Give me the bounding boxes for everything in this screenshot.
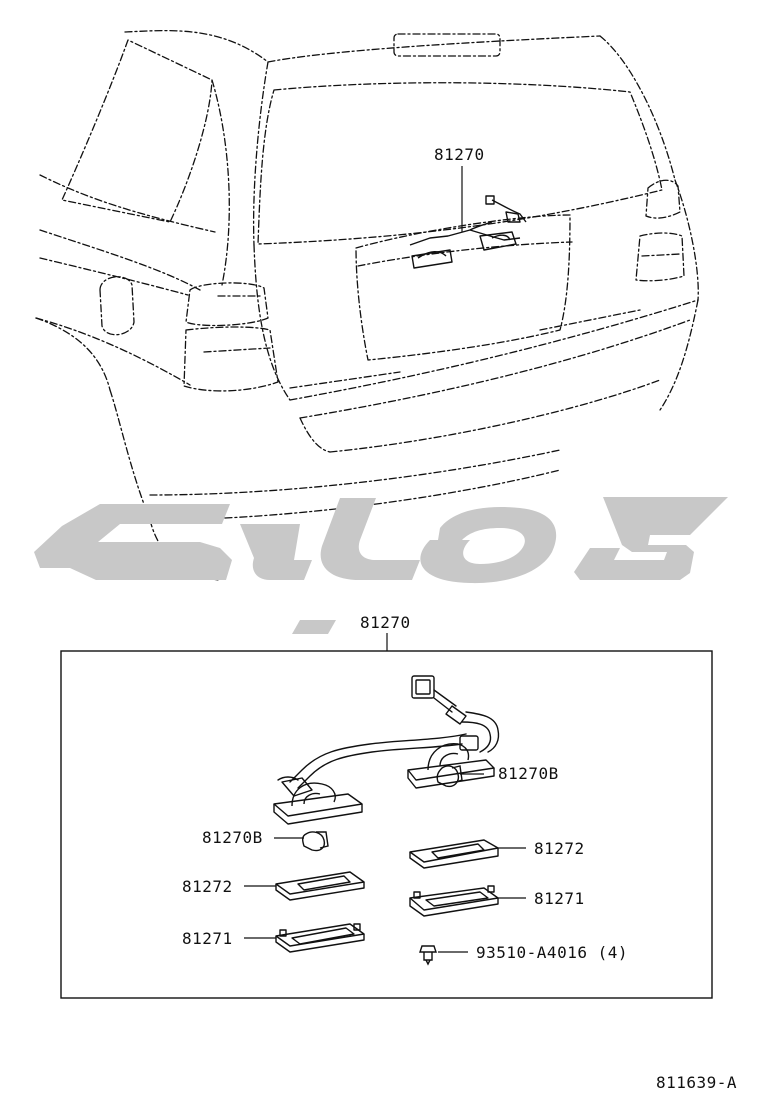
vehicle-license-lamp-assembly [409, 195, 527, 269]
bulb-right [436, 765, 463, 788]
cover-left [275, 923, 365, 953]
brand-watermark-logo [34, 497, 728, 634]
figure-code: 811639-A [656, 1073, 738, 1092]
label-part-93510-a4016[interactable]: 93510-A4016 (4) [476, 943, 628, 962]
label-part-81271-left[interactable]: 81271 [182, 929, 233, 948]
label-part-81272-left[interactable]: 81272 [182, 877, 233, 896]
right-lamp-housing [407, 735, 495, 789]
label-part-81272-right[interactable]: 81272 [534, 839, 585, 858]
label-part-81270-assembly[interactable]: 81270 [360, 613, 411, 632]
left-lamp-housing [273, 777, 363, 825]
label-part-81270b-left[interactable]: 81270B [202, 828, 263, 847]
bulb-left [301, 831, 329, 852]
vehicle-rear-outline [35, 29, 699, 581]
label-part-81271-right[interactable]: 81271 [534, 889, 585, 908]
label-part-81270b-right[interactable]: 81270B [498, 764, 559, 783]
screw [419, 945, 437, 966]
cover-right [409, 885, 499, 917]
wire-harness [277, 675, 500, 789]
lens-right [409, 839, 499, 869]
label-part-81270-vehicle[interactable]: 81270 [434, 145, 485, 164]
lens-left [275, 871, 365, 901]
